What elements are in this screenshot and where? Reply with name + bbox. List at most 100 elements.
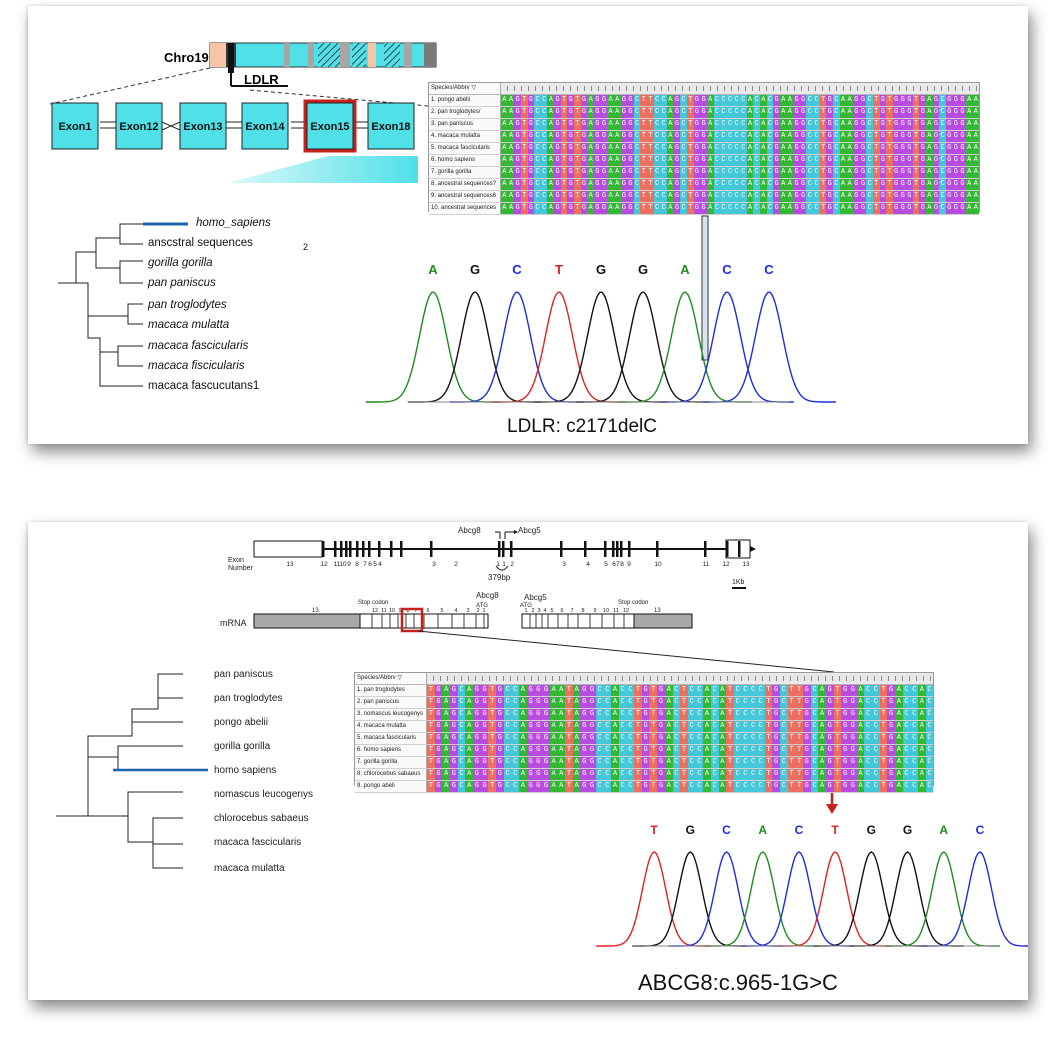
exon-number: 4 [378, 561, 382, 568]
alignment-header-label[interactable]: Species/Abbrv ▽ [355, 673, 427, 684]
mrna-exon-number: 8 [581, 608, 584, 614]
mrna-exon-number: 12 [372, 608, 378, 614]
mrna-exon-number: 12 [623, 608, 629, 614]
alignment-species-name: 8. ancestral sequences? [429, 179, 501, 190]
trace-peak-a [365, 291, 500, 403]
tree-leaf-label: pan paniscus [147, 277, 216, 289]
tree-leaf-label: macaca fascicularis [214, 837, 301, 848]
tree-leaf-label: pongo abelii [214, 717, 268, 728]
exon-label: Exon13 [183, 121, 222, 133]
exon-bar [604, 541, 607, 557]
exon-number: 11 [703, 561, 710, 568]
exon-bar [368, 541, 371, 557]
alignment-header: Species/Abbrv ▽ [429, 83, 979, 95]
tree-leaf-label: chlorocebus sabaeus [214, 813, 309, 824]
alignment-species-name: 7. gorilla gorilla [355, 757, 427, 768]
mrna-exon-number: 11 [613, 608, 619, 614]
gene-label-ldlr: LDLR [244, 72, 279, 87]
tree-leaf-subscript: 2 [303, 242, 308, 252]
exon-box-exon1: Exon1 [51, 102, 99, 150]
zoom-line [417, 630, 835, 673]
exon-box-exon13: Exon13 [179, 102, 227, 150]
base-call-label: A [428, 262, 438, 277]
alignment-species-name: 7. gorilla gorilla [429, 167, 501, 178]
exon-number: 10 [654, 561, 662, 568]
abcg5-stop-codon-label: Stop codon [618, 600, 648, 606]
exon-bar [340, 541, 343, 557]
exon-box-exon15: Exon15 [306, 102, 354, 150]
trace-peak-g [533, 291, 668, 403]
tree-leaf-label: homo sapiens [214, 765, 276, 776]
tree-leaf-label: anscstral sequences [148, 237, 253, 249]
exon-box-exon12: Exon12 [115, 102, 163, 150]
abcg5-atg-label: ATG [520, 603, 532, 609]
trace-peak-g [575, 291, 710, 403]
ldlr-phylogenetic-tree [58, 223, 143, 387]
exon-bar [356, 541, 359, 557]
base-call-label: A [939, 823, 948, 837]
trace-peak-t [491, 291, 626, 403]
exon-bar [390, 541, 393, 557]
trace-peak-c [701, 291, 836, 403]
tree-leaf-label: macaca mulatta [214, 863, 285, 874]
mrna-exon-number: 3 [537, 608, 540, 614]
tree-leaf-label: nomascus leucogenys [214, 789, 313, 800]
tree-leaf-label: homo_sapiens [196, 217, 271, 229]
exon-highlight-box [400, 607, 424, 633]
trace-peak-g [632, 851, 747, 947]
mrna-left-exon-13-label: 13 [312, 608, 319, 614]
exon-structure: Exon1 Exon12 Exon13 Exon14 Exon15 Exon18 [51, 102, 415, 150]
trace-peak-a [704, 851, 819, 947]
trace-peak-c [449, 291, 584, 403]
exon-number: 13 [286, 561, 294, 568]
exon-number-label-line1: Exon [228, 557, 244, 564]
exon-bar [704, 541, 707, 557]
trace-peak-a [617, 291, 752, 403]
exon-number: 7 [616, 561, 620, 568]
tree-leaf-label: gorilla gorilla [214, 741, 271, 752]
alignment-header: Species/Abbrv ▽ [355, 673, 933, 685]
exon-number: 3 [562, 561, 566, 568]
mrna-exon-number: 9 [398, 608, 401, 614]
mrna-exon-number: 6 [560, 608, 563, 614]
alignment-ruler [501, 86, 979, 91]
tree-leaf-label: macaca fascicularis [148, 340, 249, 352]
mrna-right-exon-13-label: 13 [654, 608, 661, 614]
alignment-header-label[interactable]: Species/Abbrv ▽ [429, 83, 501, 94]
tree-leaf-label: pan paniscus [214, 669, 273, 680]
exon-box-exon18: Exon18 [367, 102, 415, 150]
exon-label: Exon14 [245, 121, 285, 133]
alignment-ruler [427, 676, 933, 681]
scale-bar-label: 1Kb [732, 579, 745, 586]
base-call-label: G [867, 823, 876, 837]
alignment-species-name: 2. pan troglodytes/ [429, 107, 501, 118]
exon-number: 2 [510, 561, 514, 568]
